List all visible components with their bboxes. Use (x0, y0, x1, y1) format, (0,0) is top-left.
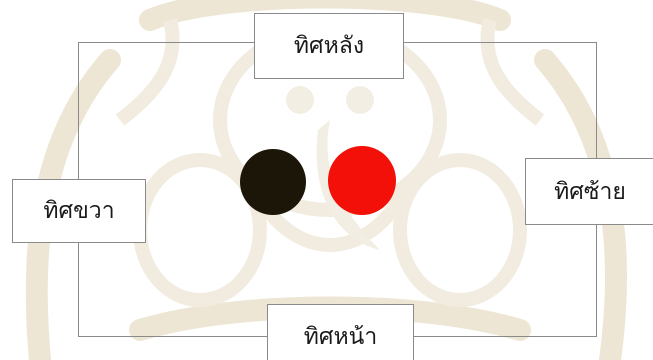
direction-left-box: ทิศซ้าย (525, 158, 653, 225)
direction-front-box: ทิศหน้า (267, 304, 414, 360)
direction-right-label: ทิศขวา (43, 198, 115, 224)
red-dot (328, 146, 396, 215)
direction-back-label: ทิศหลัง (293, 33, 365, 59)
black-dot (240, 149, 306, 215)
direction-left-label: ทิศซ้าย (554, 178, 626, 205)
direction-front-label: ทิศหน้า (303, 324, 378, 350)
direction-right-box: ทิศขวา (12, 179, 146, 243)
direction-back-box: ทิศหลัง (254, 13, 404, 79)
